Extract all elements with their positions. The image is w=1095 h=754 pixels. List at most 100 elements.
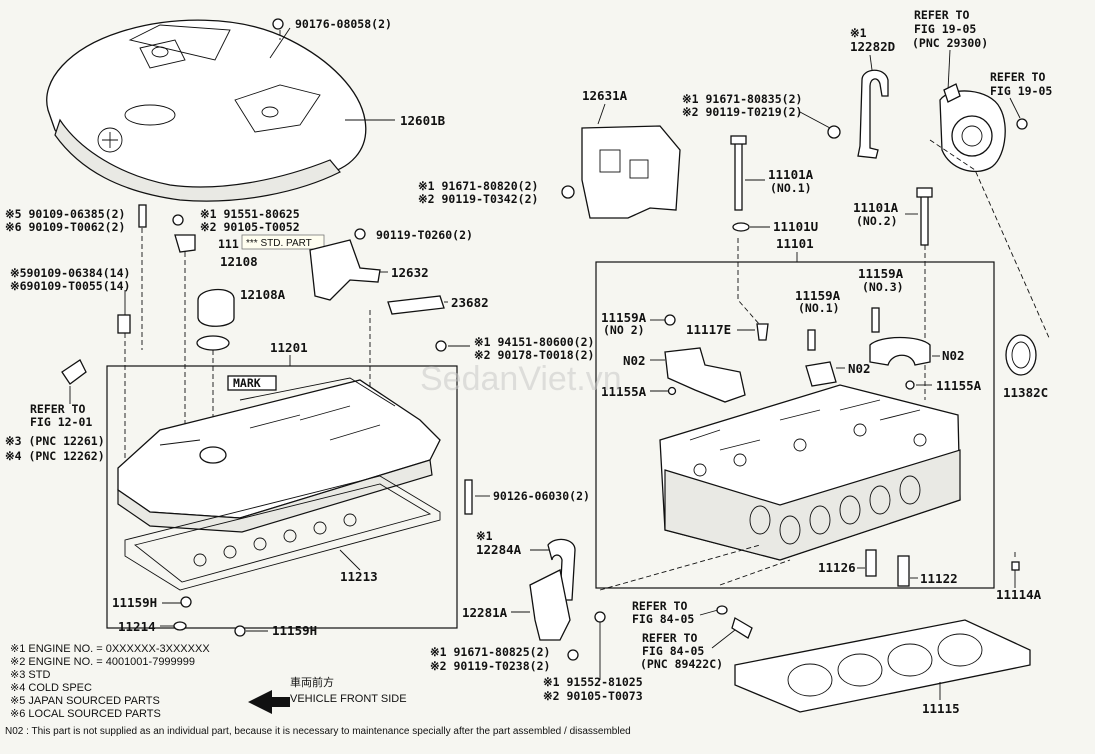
legend-line-1: ※1 ENGINE NO. = 0XXXXXX-3XXXXXX [10,643,210,655]
bracket-12282D-label: 12282D [850,39,895,54]
ref84-b1: REFER TO [642,631,697,645]
pump-ref-1-leader [947,49,951,91]
pin-a-icon [667,386,677,396]
bolt-c1-label: ※1 91671-80820(2) [418,179,538,193]
cam-cap-no2-icon [664,347,746,403]
cover-gasket-leader [339,549,361,571]
cap-no3-label: 11159A [858,266,904,281]
head-bolt-dash-1 [737,238,761,326]
stud-b1-label: ※590109-06384(14) [10,266,130,280]
engine-cover-label: 12601B [400,113,446,128]
bracket-12284A-note: ※1 [476,529,493,543]
stud-a-icon [138,204,147,228]
pcv-valve-icon [61,359,87,385]
cap-no1-bolt-icon [807,329,816,351]
oil-cap-gasket-icon [196,335,230,351]
nut-a1-label: ※1 94151-80600(2) [474,335,594,349]
front-arrow-icon [248,690,290,714]
cap-no2-sub: (NO 2) [603,323,645,337]
pump-dash [929,139,1051,341]
bracket-12282D-note: ※1 [850,26,867,40]
pump-ref-1c: (PNC 29300) [912,36,988,50]
nut-icon [435,340,447,352]
ref12-a: REFER TO [30,402,85,416]
washer-label: 11101U [773,219,818,234]
nut-a2-label: ※2 90178-T0018(2) [474,348,594,362]
bracket-12284A-label: 12284A [476,542,522,557]
front-en-label: VEHICLE FRONT SIDE [290,693,407,705]
pin-b-icon [905,380,915,390]
plug-11159H-a-icon [180,596,192,608]
cap-no2-bolt-icon [664,314,676,326]
oil-cap-label: 12108 [220,254,258,269]
pump-ref-2-leader [1009,97,1021,119]
bolt-c2-label: ※2 90119-T0342(2) [418,192,538,206]
head-bolt-no1-icon [734,139,743,211]
oil-seal-label: 11382C [1003,385,1048,400]
ref84-b-leader [711,629,736,649]
head-cover-label: 11201 [270,340,308,355]
stud-b-icon [117,314,131,334]
seal-11117E-label: 11117E [686,322,731,337]
head-bolt-no2-label: 11101A [853,200,899,215]
head-gasket-illustration [734,619,1031,713]
stud-b2-label: ※690109-T0055(14) [10,279,130,293]
cyl-head-group-box [595,261,995,589]
head-bolt-no2-sub: (NO.2) [856,214,898,228]
front-jp-label: 車両前方 [290,675,334,689]
bolt-d-icon [172,214,184,226]
n02-b-label: N02 [848,361,871,376]
cover-bolt-icon [272,18,284,30]
seal-11117E-icon [756,323,769,341]
engine-cover-illustration [46,19,367,202]
legend: ※1 ENGINE NO. = 0XXXXXX-3XXXXXX ※2 ENGIN… [10,643,210,720]
bolt-d2-label: ※2 90105-T0052 [200,220,300,234]
washer-icon [732,222,750,232]
cover-gasket-illustration [124,475,441,591]
bolt-e-icon [354,228,366,240]
head-gasket-label: 11115 [922,701,960,716]
pump-bolt-icon [1016,118,1028,130]
ref84-a2: FIG 84-05 [632,612,694,626]
bracket-12282D-icon [857,69,889,159]
bolt-b2-label: ※2 90119-T0219(2) [682,105,802,119]
pipe-11126-label: 11126 [818,560,856,575]
pipe-11126-icon [865,549,877,577]
bolt-g2-label: ※2 90105-T0073 [543,689,643,703]
cap-no3-sub: (NO.3) [862,280,904,294]
cover-gasket-label: 11213 [340,569,378,584]
pipe-11122-icon [897,555,910,587]
bracket-12631A-label: 12631A [582,88,628,103]
stud-c-label: 90126-06030(2) [493,489,590,503]
cap-no1-sub: (NO.1) [798,301,840,315]
hook-label: 23682 [451,295,489,310]
bolt-e-label: 90119-T0260(2) [376,228,473,242]
plug-11214-icon [173,621,187,631]
oil-cap-gasket-label: 12108A [240,287,286,302]
mark-box [227,375,277,391]
bolt-f-icon [567,649,579,661]
bolt-d1-label: ※1 91551-80625 [200,207,300,221]
bolt-g1-label: ※1 91552-81025 [543,675,643,689]
cyl-dash [599,544,791,591]
plug-11214-label: 11214 [118,619,156,634]
legend-line-2: ※2 ENGINE NO. = 4001001-7999999 [10,656,195,668]
cam-cap-no1-icon [805,361,837,387]
n02-c-label: N02 [942,348,965,363]
bolt-c-icon [561,185,575,199]
ref12-b: FIG 12-01 [30,415,92,429]
bracket-12282D-leader [869,54,873,71]
ref12-d: ※4 (PNC 12262) [5,449,105,463]
pump-ref-2a: REFER TO [990,70,1045,84]
head-bolt-no2-icon [920,194,929,246]
cap-no1-label: 11159A [795,288,841,303]
sensor-icon [174,234,196,253]
bracket-12281A-icon [529,569,571,641]
bolt-g-icon [594,611,606,623]
legend-line-5: ※5 JAPAN SOURCED PARTS [10,695,160,707]
head-bolt-no1-label: 11101A [768,167,814,182]
legend-line-3: ※3 STD [10,669,50,681]
oil-cap-icon [197,288,235,327]
sensor-label: 111 [218,237,239,251]
